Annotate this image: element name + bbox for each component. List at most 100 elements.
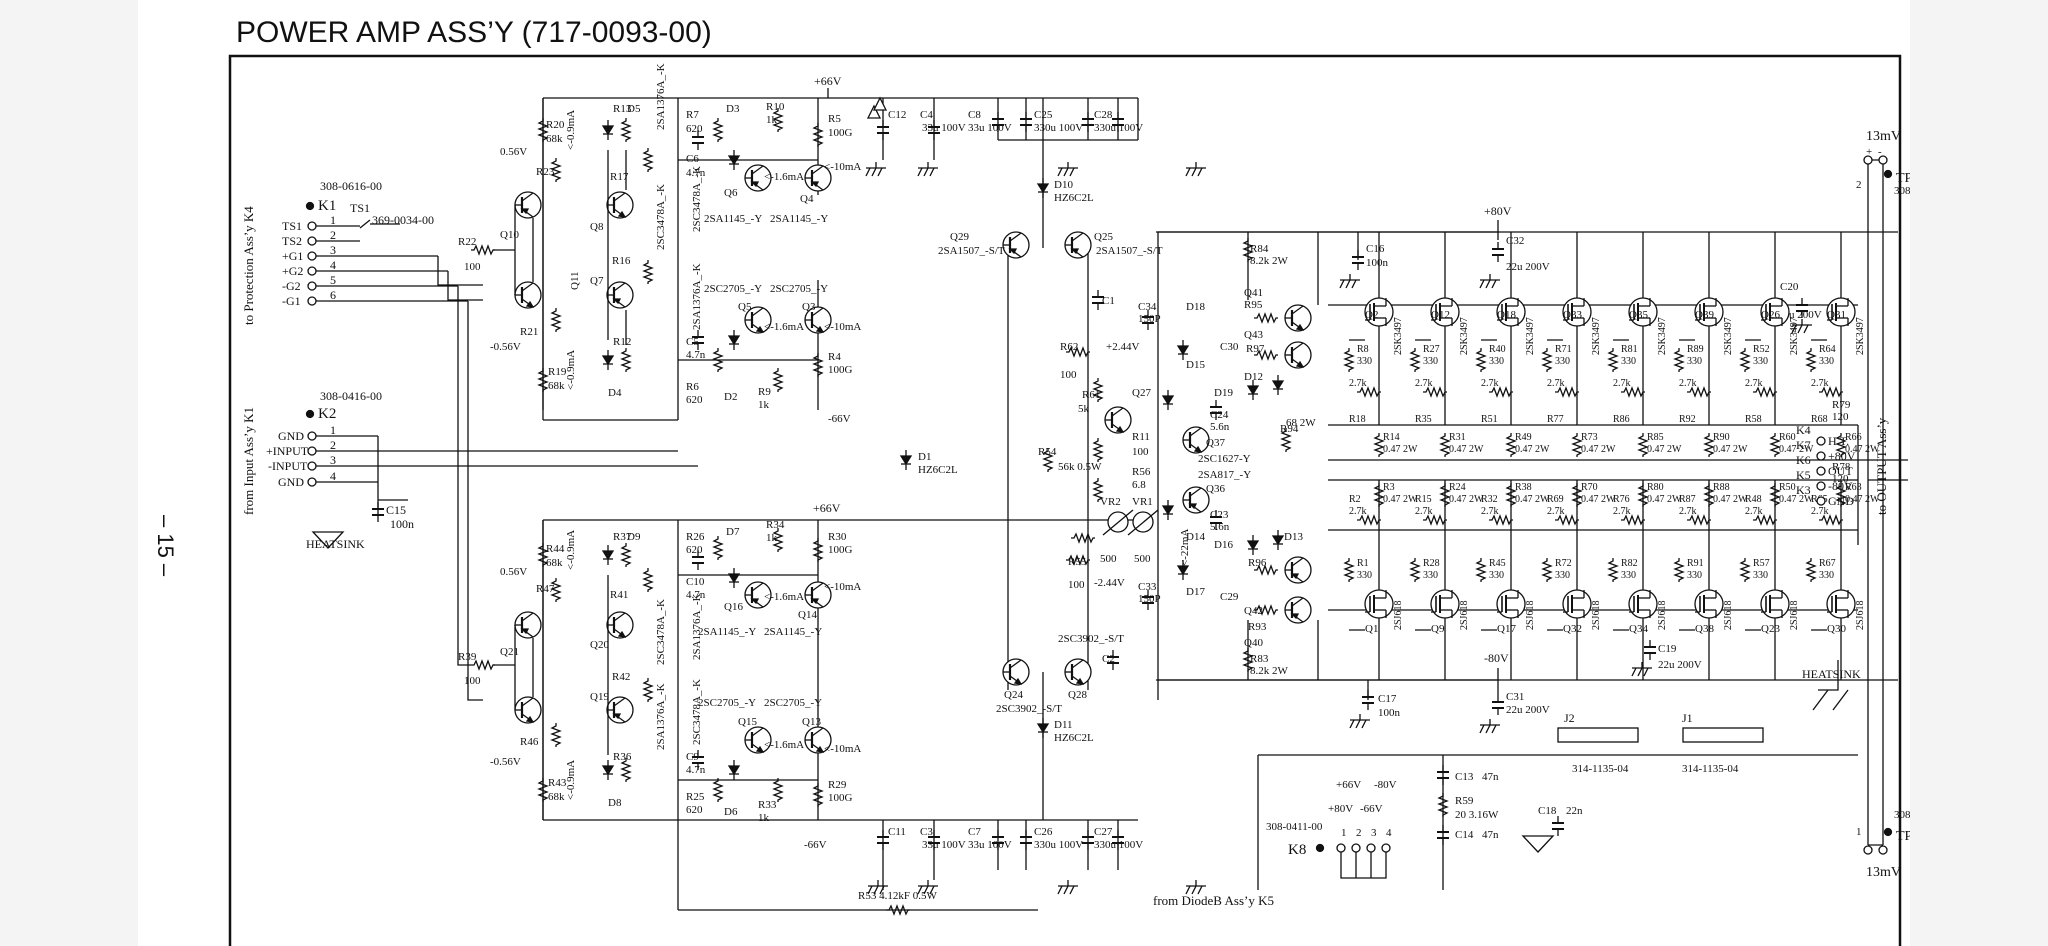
svg-text:<-1.6mA: <-1.6mA <box>764 739 804 751</box>
bias-resistor-value: 2.7k <box>1481 506 1499 517</box>
output-wire <box>1481 232 1512 680</box>
svg-text:C14: C14 <box>1455 829 1474 841</box>
svg-text:K7: K7 <box>1796 438 1811 452</box>
svg-text:C33: C33 <box>1138 581 1157 593</box>
svg-text:5.6n: 5.6n <box>1210 421 1230 433</box>
svg-text:2: 2 <box>330 228 336 242</box>
svg-text:TS2: TS2 <box>282 234 302 248</box>
svg-text:D9: D9 <box>627 531 641 543</box>
svg-text:1: 1 <box>1856 826 1862 838</box>
gate-resistor-value: 330 <box>1423 570 1438 581</box>
bias-resistor <box>1620 515 1646 525</box>
svg-text:308-0616-00: 308-0616-00 <box>320 179 382 193</box>
source-resistor-value: 0.47 2W <box>1383 494 1418 505</box>
source-resistor <box>1506 432 1516 458</box>
svg-text:5k: 5k <box>1078 403 1090 415</box>
svg-text:C27: C27 <box>1094 826 1113 838</box>
source-resistor-ref: R38 <box>1515 482 1532 493</box>
svg-text:R59: R59 <box>1455 795 1474 807</box>
svg-text:D17: D17 <box>1186 586 1205 598</box>
svg-text:C24: C24 <box>1210 409 1229 421</box>
svg-text:Q36: Q36 <box>1206 483 1225 495</box>
svg-text:D16: D16 <box>1214 539 1233 551</box>
svg-text:6.8: 6.8 <box>1132 479 1146 491</box>
bias-resistor-ref: R35 <box>1415 414 1432 425</box>
svg-text:TS1: TS1 <box>350 201 370 215</box>
svg-text:-66V: -66V <box>1360 803 1383 815</box>
bias-resistor <box>1752 387 1778 397</box>
output-wire <box>1349 232 1380 680</box>
bias-resistor-value: 2.7k <box>1613 378 1631 389</box>
svg-text:R9: R9 <box>758 386 771 398</box>
svg-text:100: 100 <box>1068 579 1085 591</box>
lower-input-stage: +66V R44 68k 0.56V R47 Q21 R39 100 R46 -… <box>457 286 1138 820</box>
gate-resistor-value: 330 <box>1357 356 1372 367</box>
gate-resistor <box>1410 557 1420 583</box>
svg-text:1k: 1k <box>758 399 770 411</box>
svg-text:Q40: Q40 <box>1244 637 1263 649</box>
bias-resistor-value: 2.7k <box>1415 506 1433 517</box>
svg-text:<-0.9mA: <-0.9mA <box>565 350 577 390</box>
output-fet-part: 2SK3497 <box>1525 317 1536 355</box>
output-fet-part: 2SK3497 <box>1393 317 1404 355</box>
source-resistor-ref: R85 <box>1647 432 1664 443</box>
page-title: POWER AMP ASS’Y (717-0093-00) <box>236 16 712 49</box>
svg-text:22n: 22n <box>1566 805 1583 817</box>
bias-resistor-value: 2.7k <box>1811 378 1829 389</box>
svg-text:2SA1376A_-K: 2SA1376A_-K <box>691 263 703 330</box>
svg-text:2SA1376A_-K: 2SA1376A_-K <box>655 683 667 750</box>
gate-resistor-value: 330 <box>1621 356 1636 367</box>
gate-resistor <box>1476 557 1486 583</box>
source-resistor-value: 0.47 2W <box>1779 444 1814 455</box>
source-resistor-value: 0.47 2W <box>1581 494 1616 505</box>
svg-text:R29: R29 <box>828 779 847 791</box>
svg-text:C16: C16 <box>1366 243 1385 255</box>
svg-text:3: 3 <box>1371 827 1377 839</box>
output-fet-part: 2SJ618 <box>1789 601 1800 630</box>
svg-text:R53 4.12kF 0.5W: R53 4.12kF 0.5W <box>858 890 937 902</box>
svg-text:HZ6C2L: HZ6C2L <box>918 464 958 476</box>
source-resistor-value: 0.47 2W <box>1713 444 1748 455</box>
svg-text:R46: R46 <box>520 736 539 748</box>
gate-resistor-value: 330 <box>1687 570 1702 581</box>
gate-resistor <box>1740 347 1750 373</box>
bias-resistor <box>1356 515 1382 525</box>
svg-text:R25: R25 <box>686 791 705 803</box>
svg-text:<-22mA: <-22mA <box>1179 529 1191 566</box>
gate-resistor-ref: R91 <box>1687 558 1704 569</box>
output-fet-ref: Q9 <box>1431 623 1445 635</box>
source-resistor-ref: R73 <box>1581 432 1598 443</box>
output-fet-neg <box>1760 589 1790 619</box>
source-resistor-ref: R50 <box>1779 482 1796 493</box>
source-resistor <box>1374 432 1384 458</box>
svg-text:100G: 100G <box>828 792 853 804</box>
svg-text:2SC3902_-S/T: 2SC3902_-S/T <box>996 703 1062 715</box>
output-fet-part: 2SK3497 <box>1789 317 1800 355</box>
gate-resistor-ref: R64 <box>1819 344 1836 355</box>
svg-text:R54: R54 <box>1038 446 1057 458</box>
svg-text:+2.44V: +2.44V <box>1106 341 1139 353</box>
svg-text:HZ6C2L: HZ6C2L <box>1054 192 1094 204</box>
svg-text:0.56V: 0.56V <box>500 566 527 578</box>
svg-text:Q37: Q37 <box>1206 437 1225 449</box>
svg-text:C20: C20 <box>1780 281 1799 293</box>
gate-resistor <box>1674 557 1684 583</box>
source-resistor-value: 0.47 2W <box>1845 494 1880 505</box>
svg-text:R7: R7 <box>686 109 699 121</box>
svg-text:2SA1376A_-K: 2SA1376A_-K <box>691 593 703 660</box>
svg-text:R17: R17 <box>610 171 629 183</box>
svg-text:47n: 47n <box>1482 829 1499 841</box>
svg-text:620: 620 <box>686 394 703 406</box>
gate-resistor-ref: R45 <box>1489 558 1506 569</box>
svg-text:HEATSINK: HEATSINK <box>1802 667 1861 681</box>
source-resistor-value: 0.47 2W <box>1515 494 1550 505</box>
svg-text:TS1: TS1 <box>282 219 302 233</box>
gate-resistor-ref: R72 <box>1555 558 1572 569</box>
bias-resistor-ref: R68 <box>1811 414 1828 425</box>
svg-text:K2: K2 <box>318 406 336 422</box>
svg-text:+66V: +66V <box>814 74 842 88</box>
source-resistor <box>1638 432 1648 458</box>
gate-resistor <box>1476 347 1486 373</box>
gate-resistor-value: 330 <box>1753 570 1768 581</box>
source-resistor-ref: R70 <box>1581 482 1598 493</box>
